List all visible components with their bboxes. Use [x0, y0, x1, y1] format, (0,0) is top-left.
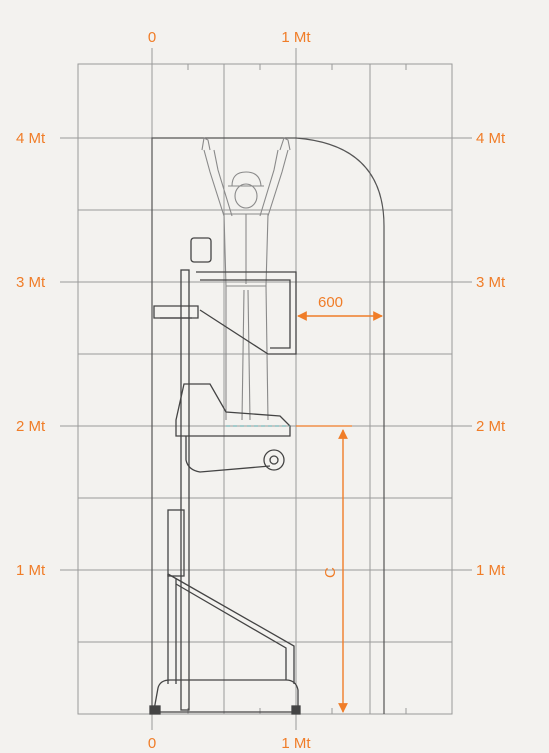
mast-control-box	[167, 509, 185, 577]
worker-right-leg	[247, 289, 251, 421]
base-diagonal-brace	[167, 573, 295, 684]
dimension-600: 600	[297, 294, 383, 321]
measurement-grid	[60, 48, 472, 730]
top-tick-label: 1 Mt	[281, 29, 311, 46]
worker-helmet	[231, 171, 262, 187]
worker-figure	[201, 137, 291, 421]
left-tick-label: 1 Mt	[16, 562, 46, 579]
left-tick-label: 4 Mt	[16, 130, 46, 147]
grid-border	[77, 63, 453, 715]
tool-tray	[153, 305, 199, 319]
clearance-dimension-value: 600	[318, 294, 343, 311]
base-upright	[167, 574, 177, 684]
left-foot	[149, 705, 161, 715]
bottom-tick-label: 1 Mt	[281, 735, 311, 752]
top-control-head	[190, 237, 212, 263]
left-tick-label: 2 Mt	[16, 418, 46, 435]
clearance-envelope	[151, 137, 385, 714]
worker-left-hand	[201, 137, 211, 151]
top-tick-label: 0	[148, 29, 156, 46]
guard-rail	[196, 271, 297, 355]
worker-head	[234, 183, 258, 209]
axis-labels: 0 1 Mt 0 1 Mt 4 Mt 3 Mt 2 Mt 1 Mt 4 Mt 3…	[16, 29, 506, 752]
lift-mast	[180, 269, 190, 711]
worker-left-arm	[203, 149, 225, 217]
right-tick-label: 4 Mt	[476, 130, 506, 147]
grid-minor-ticks	[187, 64, 407, 714]
lift-machine	[149, 237, 301, 715]
dimension-c: C	[296, 425, 352, 713]
platform-height-label: C	[322, 567, 339, 578]
base-frame	[153, 679, 299, 711]
worker-right-arm	[267, 149, 289, 217]
platform-deck	[175, 383, 291, 437]
right-foot	[291, 705, 301, 715]
platform-wheel	[263, 449, 285, 471]
platform-underframe	[185, 436, 271, 473]
left-tick-label: 3 Mt	[16, 274, 46, 291]
worker-right-hand	[279, 137, 291, 151]
right-tick-label: 1 Mt	[476, 562, 506, 579]
right-tick-label: 3 Mt	[476, 274, 506, 291]
bottom-tick-label: 0	[148, 735, 156, 752]
right-tick-label: 2 Mt	[476, 418, 506, 435]
